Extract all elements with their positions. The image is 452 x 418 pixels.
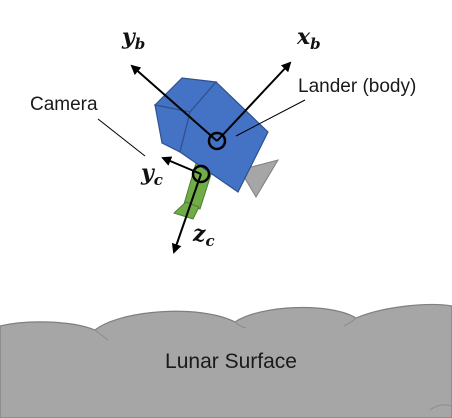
camera-label: Camera <box>30 94 98 115</box>
body-origin-marker <box>207 131 227 151</box>
surface-contour-2 <box>234 321 247 329</box>
lander-label: Lander (body) <box>298 76 416 97</box>
camera-pointer-line <box>97 118 146 157</box>
camera-z-axis-label: zc <box>192 221 215 250</box>
lunar-surface: Lunar Surface <box>0 303 452 418</box>
surface-contour-4 <box>429 404 452 411</box>
surface-contour-1 <box>94 329 109 341</box>
surface-label: Lunar Surface <box>165 350 297 373</box>
body-y-axis-arrow <box>130 64 218 142</box>
body-x-axis-arrow <box>216 61 292 142</box>
camera-z-axis-arrow <box>171 173 202 254</box>
camera-origin-marker <box>191 164 211 184</box>
camera-y-axis-label: yc <box>140 160 163 189</box>
body-x-axis-label: xb <box>296 24 321 53</box>
camera-lens-flare <box>173 201 200 220</box>
surface-contour-3 <box>343 317 357 327</box>
body-y-axis-label: yb <box>121 24 145 53</box>
lander-pointer-line <box>235 99 306 137</box>
